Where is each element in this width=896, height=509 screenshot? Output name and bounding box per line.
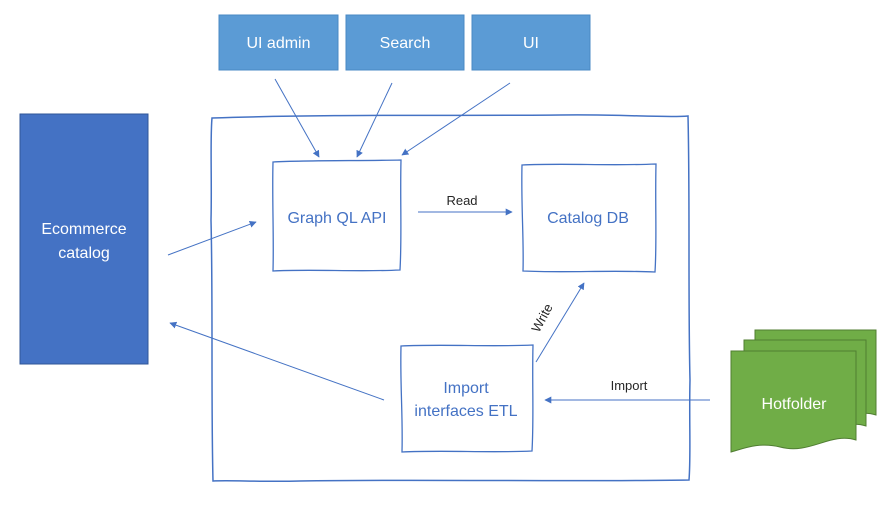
client-search-label: Search xyxy=(380,35,431,52)
catalog-db-label: Catalog DB xyxy=(547,210,629,227)
graphql-api-label: Graph QL API xyxy=(287,210,386,227)
arrow-etl-to-catalogdb xyxy=(535,282,585,363)
import-etl-line2: interfaces ETL xyxy=(414,403,517,420)
import-etl-line1: Import xyxy=(443,380,489,397)
arrow-ui-admin-to-graphql xyxy=(274,78,320,158)
graphql-api-box: Graph QL API xyxy=(272,159,402,272)
import-label: Import xyxy=(611,378,648,393)
system-boundary xyxy=(210,114,691,483)
arrow-etl-to-catalog xyxy=(169,321,385,401)
hotfolder-stack: Hotfolder xyxy=(730,329,877,453)
client-ui-admin: UI admin xyxy=(218,14,339,71)
read-label: Read xyxy=(446,193,477,208)
client-ui: UI xyxy=(471,14,591,71)
arrow-ui-to-graphql xyxy=(401,82,511,156)
import-etl-box: Import interfaces ETL xyxy=(400,344,534,453)
write-label: Write xyxy=(528,301,555,335)
client-ui-admin-label: UI admin xyxy=(246,35,310,52)
ecommerce-catalog-line1: Ecommerce xyxy=(41,221,126,238)
client-ui-label: UI xyxy=(523,35,539,52)
client-search: Search xyxy=(345,14,465,71)
hotfolder-label: Hotfolder xyxy=(762,396,828,413)
arrow-catalog-to-graphql xyxy=(167,220,257,256)
catalog-db-box: Catalog DB xyxy=(521,163,657,273)
ecommerce-catalog-line2: catalog xyxy=(58,245,110,262)
arrow-search-to-graphql xyxy=(356,82,393,158)
ecommerce-catalog-box: Ecommerce catalog xyxy=(19,113,149,365)
